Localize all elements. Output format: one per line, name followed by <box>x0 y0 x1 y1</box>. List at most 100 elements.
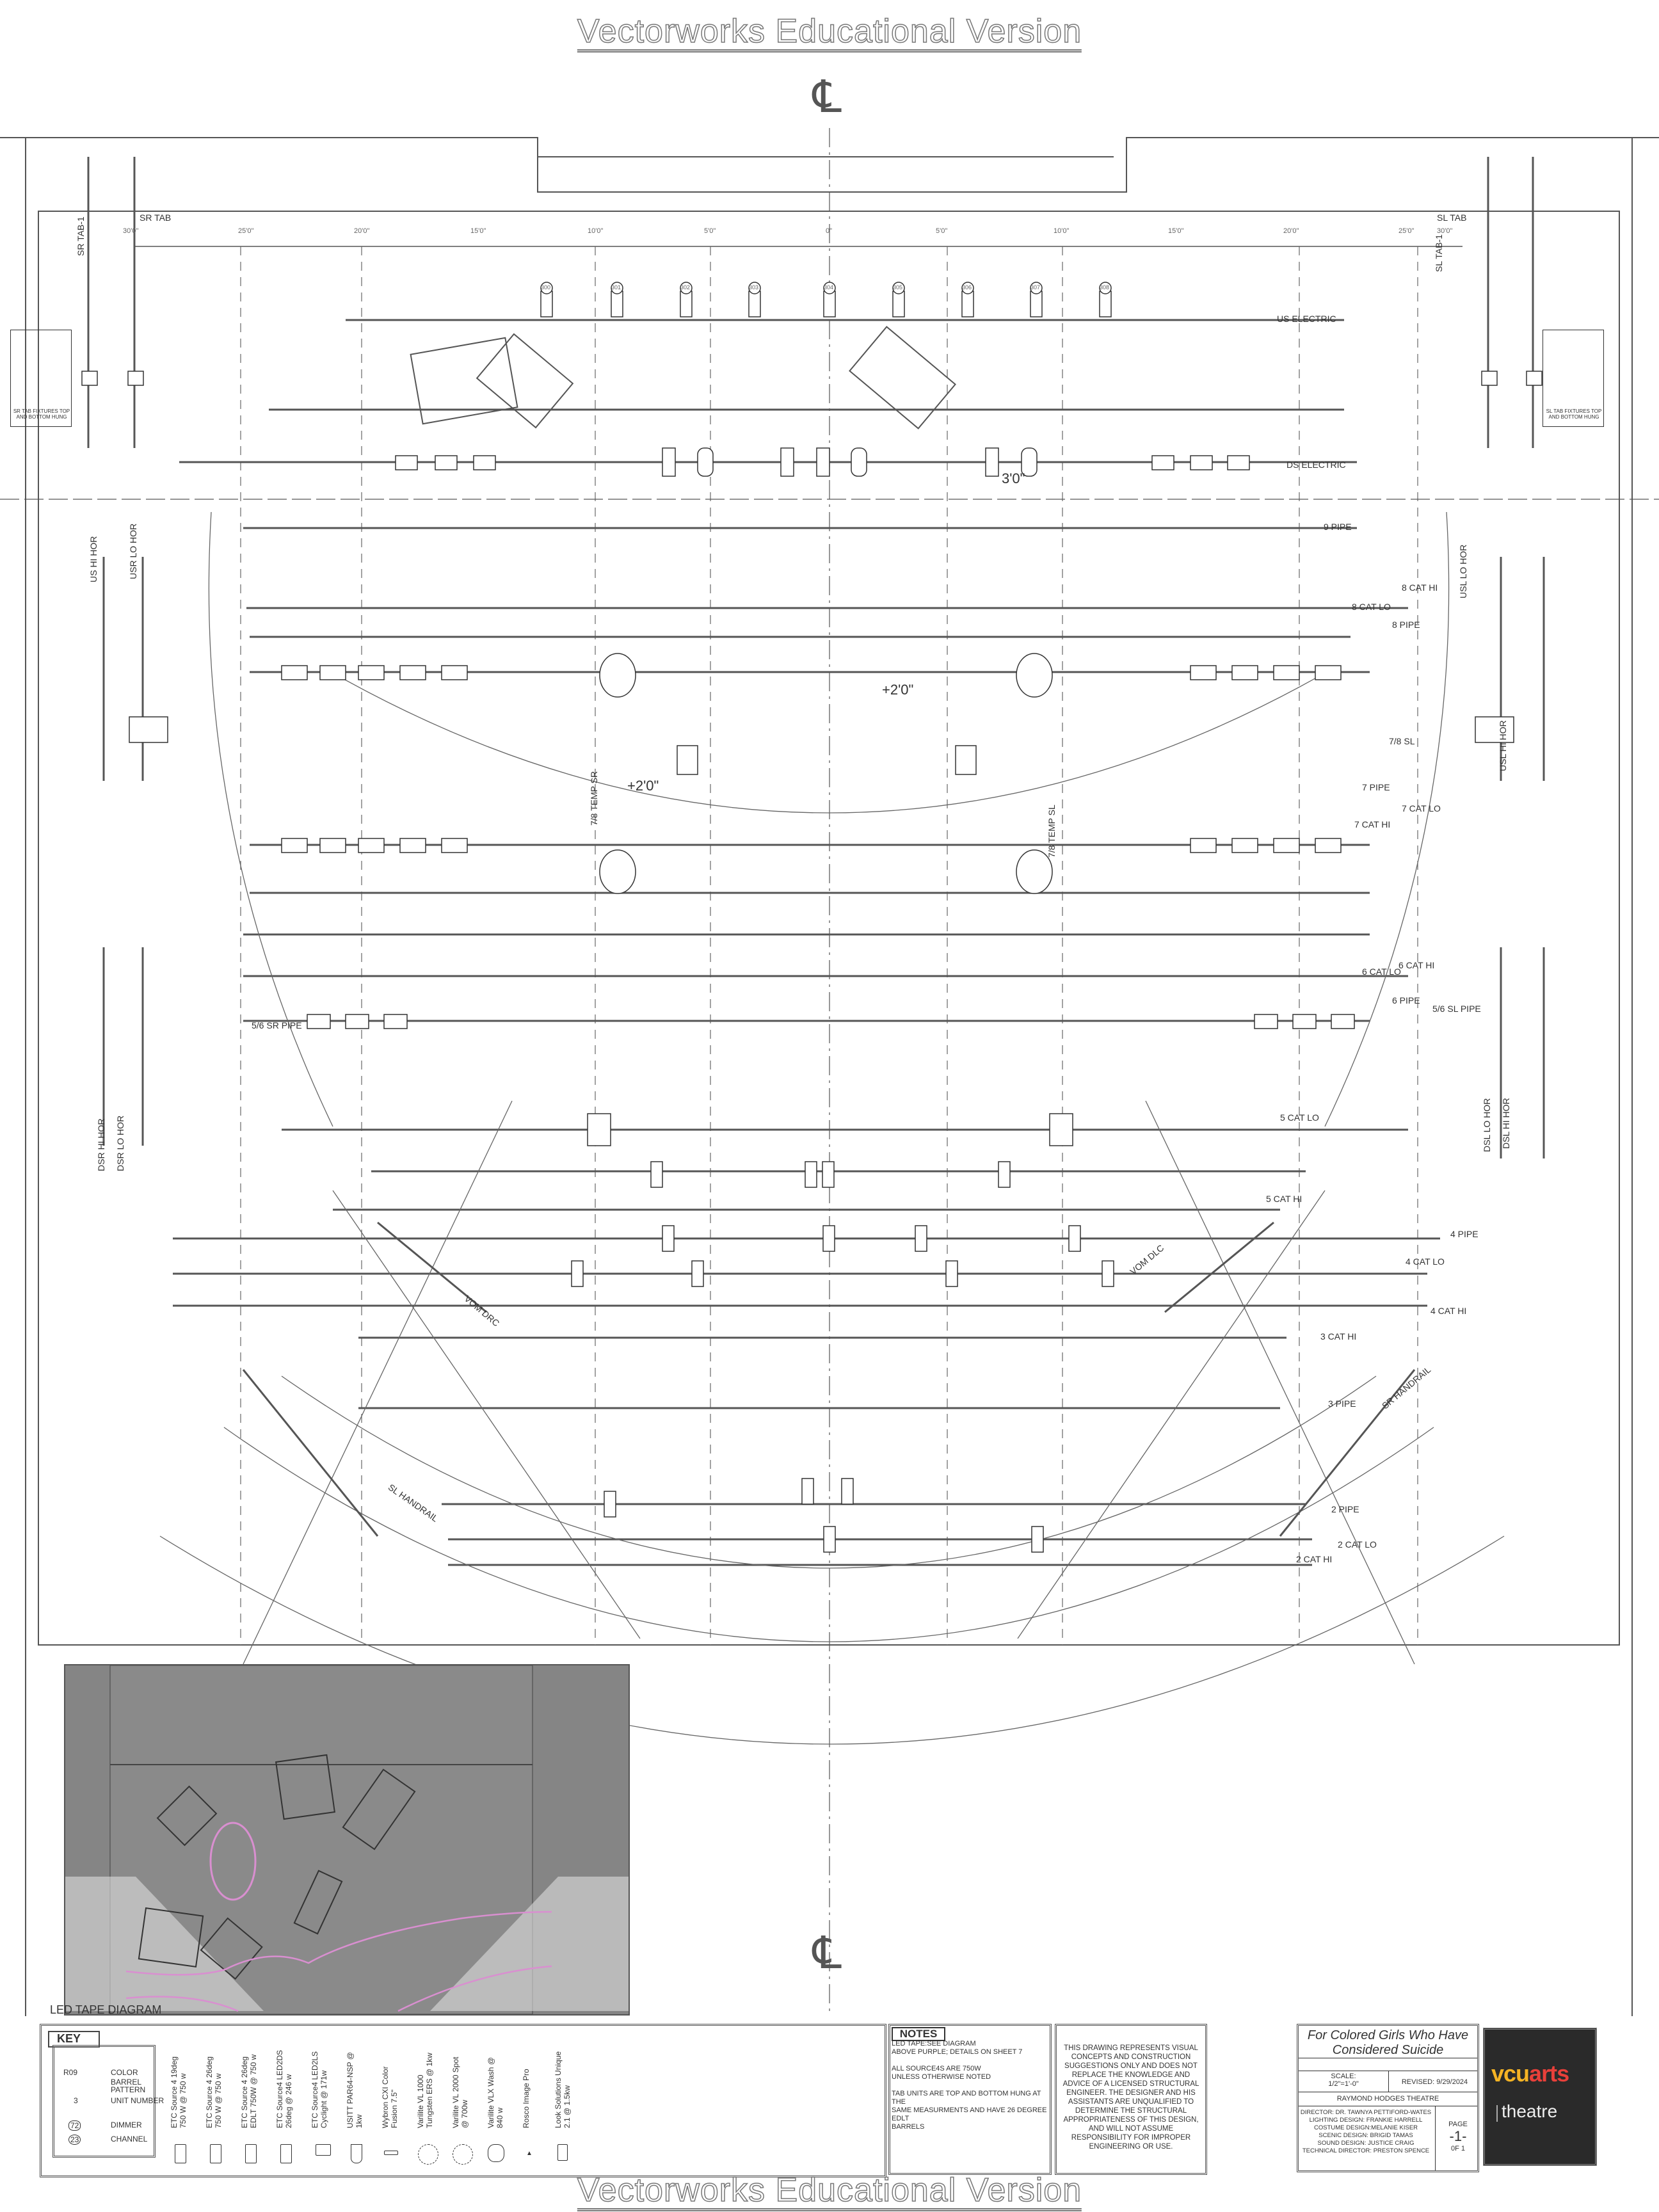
position-label: 4 CAT LO <box>1406 1256 1445 1267</box>
watermark-top: Vectorworks Educational Version <box>577 13 1082 52</box>
position-label: SL TAB <box>1437 212 1467 223</box>
position-label: SR TAB-1 <box>76 216 86 256</box>
position-label: 7/8 TEMP SL <box>1046 805 1057 858</box>
sr-tab-note: SR TAB FIXTURES TOP AND BOTTOM HUNG <box>13 408 70 420</box>
key-panel: KEY R09 COLOR BARREL PATTERN 3 UNIT NUMB… <box>40 2024 886 2177</box>
scale-tick: 30'0" <box>123 227 139 235</box>
scale-tick: 0" <box>826 227 833 235</box>
scale-tick: 20'0" <box>354 227 370 235</box>
position-label: 6 CAT LO <box>1362 966 1401 977</box>
position-label: US ELECTRIC <box>1277 314 1336 324</box>
position-label: USR LO HOR <box>128 523 138 579</box>
sr-tab-fixture-inset: SR TAB FIXTURES TOP AND BOTTOM HUNG <box>10 330 72 427</box>
scale-tick: 25'0" <box>1399 227 1415 235</box>
vl2000-icon <box>453 2144 473 2165</box>
channel-label: 305 <box>893 284 903 291</box>
key-dimmer-value: 72 <box>68 2120 81 2131</box>
channel-label: 301 <box>611 284 621 291</box>
key-fixture: Varilite VLX Wash @ 840 w <box>486 2057 504 2128</box>
key-fixture: ETC Source4 LED2DS 26deg @ 246 w <box>275 2049 293 2128</box>
source4-19deg-icon <box>175 2144 186 2163</box>
position-label: 6 PIPE <box>1392 995 1420 1006</box>
position-label: 8 CAT HI <box>1402 582 1438 593</box>
key-channel-label: CHANNEL <box>111 2135 148 2144</box>
disclaimer-panel: THIS DRAWING REPRESENTS VISUAL CONCEPTS … <box>1055 2024 1207 2175</box>
sl-tab-note: SL TAB FIXTURES TOP AND BOTTOM HUNG <box>1546 408 1602 420</box>
position-label: DSR HI HOR <box>96 1118 106 1171</box>
title-block: For Colored Girls Who Have Considered Su… <box>1297 2024 1479 2172</box>
page-info: PAGE -1- 0F 1 <box>1448 2120 1468 2152</box>
revised-date: REVISED: 9/29/2024 <box>1401 2078 1468 2086</box>
position-label: 6 CAT HI <box>1399 960 1435 970</box>
vlx-wash-icon <box>488 2144 504 2162</box>
position-label: 5/6 SR PIPE <box>252 1020 302 1030</box>
key-unit-label: UNIT NUMBER <box>111 2096 164 2105</box>
position-label: US HI HOR <box>88 536 99 582</box>
position-label: DSR LO HOR <box>115 1115 125 1171</box>
centerline-symbol-top: ℄ <box>813 70 842 123</box>
watermark-bottom: Vectorworks Educational Version <box>577 2172 1082 2211</box>
key-fixture: ETC Source 4 26deg EDLT 750W @ 750 w <box>240 2054 258 2128</box>
position-label: 5 CAT LO <box>1280 1112 1319 1123</box>
channel-label: 304 <box>824 284 834 291</box>
position-label: SL TAB-1 <box>1434 234 1444 272</box>
scale-tick: 20'0" <box>1283 227 1299 235</box>
key-pattern-label: PATTERN <box>111 2085 146 2094</box>
led-tape-diagram-label: LED TAPE DIAGRAM <box>50 2003 162 2016</box>
scale-tick: 30'0" <box>1437 227 1453 235</box>
position-label: 2 PIPE <box>1331 1504 1359 1514</box>
key-fixture: ETC Source 4 26deg 750 W @ 750 w <box>205 2056 223 2128</box>
elevation-note: 3'0" <box>1002 470 1025 486</box>
position-label: 7 CAT LO <box>1402 803 1441 813</box>
source4-26deg-icon <box>210 2144 221 2163</box>
channel-label: 303 <box>749 284 759 291</box>
vl1000-icon <box>418 2144 438 2165</box>
channel-label: 306 <box>962 284 972 291</box>
position-label: 8 CAT LO <box>1352 602 1391 612</box>
channel-label: 302 <box>680 284 691 291</box>
key-fixture: ETC Source4 LED2LS Cyclight @ 171w <box>310 2051 328 2128</box>
scale-tick: 5'0" <box>704 227 716 235</box>
position-label: 5 CAT HI <box>1266 1194 1302 1204</box>
disclaimer-text: THIS DRAWING REPRESENTS VISUAL CONCEPTS … <box>1062 2044 1199 2151</box>
key-fixture: Look Solutions Unique 2.1 @ 1.5kw <box>554 2051 572 2128</box>
led2ls-cyc-icon <box>316 2144 331 2156</box>
position-label: DS ELECTRIC <box>1286 460 1346 470</box>
credits: DIRECTOR: DR. TAWNYA PETTIFORD-WATES LIG… <box>1300 2109 1432 2154</box>
position-label: 4 CAT HI <box>1431 1306 1467 1316</box>
venue-name: RAYMOND HODGES THEATRE <box>1336 2095 1439 2103</box>
key-barrel-label: BARREL <box>111 2078 142 2087</box>
key-title: KEY <box>48 2031 100 2048</box>
key-fixture: Varilite VL 2000 Spot @ 700w <box>451 2056 469 2128</box>
key-channel-value: 23 <box>68 2135 81 2145</box>
position-label: 7 CAT HI <box>1354 819 1391 830</box>
channel-label: 300 <box>541 284 551 291</box>
key-fixture: Varilite VL 1000 Tungsten ERS @ 1kw <box>416 2053 434 2128</box>
scale-tick: 25'0" <box>238 227 254 235</box>
position-label: 8 PIPE <box>1392 620 1420 630</box>
position-label: USL LO HOR <box>1458 544 1468 598</box>
elevation-note: +2'0" <box>882 682 914 698</box>
key-dimmer-label: DIMMER <box>111 2120 142 2129</box>
vcuarts-theatre-logo: vcuarts theatre <box>1483 2028 1597 2166</box>
scale-tick: 15'0" <box>1168 227 1184 235</box>
elevation-note: +2'0" <box>627 778 659 794</box>
position-label: 2 CAT HI <box>1296 1554 1333 1564</box>
scale-tick: 5'0" <box>936 227 948 235</box>
position-label: 3 CAT HI <box>1320 1331 1357 1342</box>
source4-edlt-icon <box>245 2144 257 2163</box>
scale-tick: 15'0" <box>470 227 486 235</box>
position-label: DSL LO HOR <box>1482 1098 1492 1152</box>
notes-body: LED TAPE:SEE DIAGRAM ABOVE PURPLE; DETAI… <box>892 2040 1047 2131</box>
position-label: 7/8 SL <box>1389 736 1415 746</box>
key-fixture: Rosco Image Pro <box>522 2069 531 2128</box>
position-label: 2 CAT LO <box>1338 1539 1377 1550</box>
scale-label: SCALE: 1/2"=1'-0" <box>1328 2072 1359 2088</box>
channel-label: 307 <box>1030 284 1041 291</box>
scale-tick: 10'0" <box>1054 227 1070 235</box>
position-label: USL HI HOR <box>1498 720 1508 771</box>
led-tape-diagram <box>64 1664 630 2016</box>
key-color-label: COLOR <box>111 2068 138 2077</box>
hazer-icon <box>557 2144 568 2161</box>
